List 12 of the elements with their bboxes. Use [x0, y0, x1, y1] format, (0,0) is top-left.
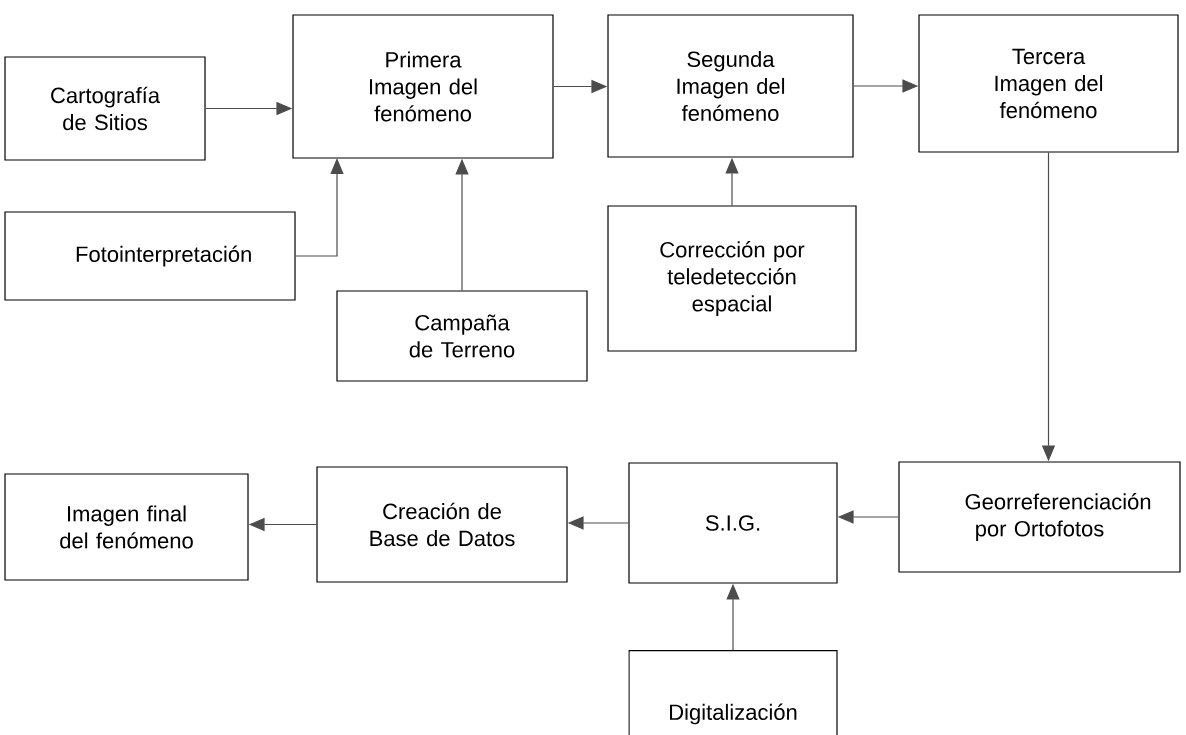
process-box: Segunda Imagen del fenómeno: [607, 14, 854, 158]
process-box: Digitalización: [628, 650, 838, 735]
process-box: S.I.G.: [628, 462, 838, 584]
process-box: Corrección por teledetección espacial: [607, 205, 857, 352]
process-box: Campaña de Terreno: [336, 290, 588, 382]
process-box: Primera Imagen del fenómeno: [292, 14, 554, 159]
process-box: Cartografía de Sitios: [4, 56, 206, 161]
process-box: Georreferenciación por Ortofotos: [898, 461, 1181, 573]
process-box: Fotointerpretación: [4, 211, 296, 301]
process-box: Imagen final del fenómeno: [4, 473, 249, 581]
process-box: Creación de Base de Datos: [316, 466, 568, 583]
process-box: Tercera Imagen del fenómeno: [918, 14, 1179, 153]
